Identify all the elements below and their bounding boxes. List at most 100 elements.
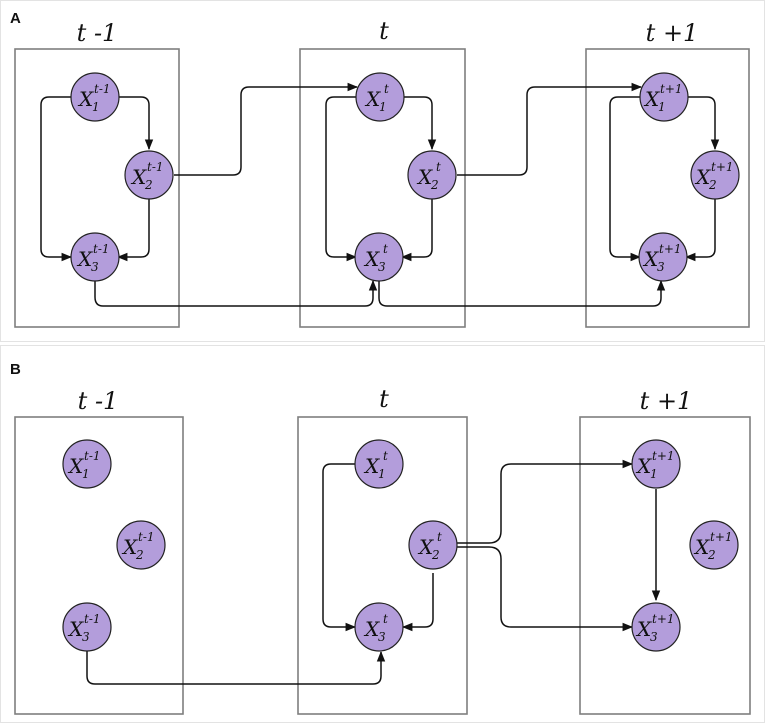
svg-text:X: X [417,535,434,559]
slice-label-a-2: t +1 [646,19,699,47]
panel-label-a: A [10,10,21,27]
svg-text:1: 1 [658,100,666,114]
svg-text:X: X [77,87,94,111]
edges-a [40,82,720,307]
svg-text:X: X [635,454,652,478]
slice-box-a-0 [14,48,180,328]
svg-text:t: t [383,242,388,256]
panel-b: B t -1 t t +1 X t-1 1 X t-1 2 [0,345,765,723]
svg-text:t+1: t+1 [660,82,683,96]
node-b-x1-1: X t 1 [354,439,404,489]
nodes-a: X t-1 1 X t-1 2 X t-1 3 X t 1 X t 2 X [70,72,740,282]
svg-text:2: 2 [431,548,440,562]
edge-a-x2-x3-2 [684,199,716,262]
svg-text:3: 3 [378,260,386,274]
slice-box-a-2 [585,48,750,328]
svg-text:t+1: t+1 [652,449,675,463]
edge-a-x2-x3-1 [400,199,433,262]
edge-a-x1-x2-0 [119,96,154,151]
node-a-x2-1: X t 2 [407,150,457,200]
node-b-x2-0: X t-1 2 [116,520,166,570]
svg-text:t-1: t-1 [84,612,101,626]
node-a-x3-2: X t+1 3 [638,232,688,282]
svg-text:1: 1 [92,100,100,114]
svg-text:2: 2 [135,548,144,562]
edge-b-x2-x1-1-2 [488,459,634,544]
svg-text:X: X [363,617,380,641]
edge-b-x1-x3-1 [322,463,357,632]
svg-text:t: t [384,82,389,96]
svg-text:1: 1 [82,467,90,481]
svg-text:X: X [643,87,660,111]
edge-a-x1-x2-2 [688,96,720,151]
svg-text:X: X [67,454,84,478]
edge-b-x2-x3-1-2 [488,546,634,632]
svg-text:X: X [416,165,433,189]
svg-text:t-1: t-1 [147,160,164,174]
svg-text:t: t [436,160,441,174]
slice-box-b-1 [297,416,468,715]
slice-label-b-1: t [379,385,389,413]
edge-a-x2-x1-1-2 [457,82,643,176]
svg-text:X: X [130,165,147,189]
svg-text:t: t [383,449,388,463]
svg-text:3: 3 [378,630,386,644]
node-b-x1-2: X t+1 1 [631,439,681,489]
edge-a-x3-x3-1-2 [378,279,666,307]
svg-text:3: 3 [82,630,90,644]
edge-a-x1-x3-0 [40,96,73,262]
edge-a-x1-x3-1 [325,96,358,262]
node-b-x3-2: X t+1 3 [631,602,681,652]
slice-box-a-1 [299,48,466,328]
svg-text:t+1: t+1 [711,160,734,174]
diagram-a: A t -1 t t +1 X t-1 [10,10,750,328]
svg-text:X: X [364,87,381,111]
node-b-x2-1: X t 2 [408,520,458,570]
svg-text:3: 3 [91,260,99,274]
svg-text:3: 3 [650,630,658,644]
svg-text:1: 1 [379,100,387,114]
svg-text:t-1: t-1 [93,242,110,256]
node-a-x1-1: X t 1 [355,72,405,122]
node-a-x2-0: X t-1 2 [124,150,174,200]
slice-label-a-1: t [379,17,389,45]
panel-a: A t -1 t t +1 X t-1 [0,0,765,342]
svg-text:t-1: t-1 [84,449,101,463]
svg-text:X: X [635,617,652,641]
node-b-x3-0: X t-1 3 [62,602,112,652]
svg-text:t-1: t-1 [138,530,155,544]
svg-text:1: 1 [378,467,386,481]
slice-label-a-0: t -1 [77,19,118,47]
node-b-x3-1: X t 3 [354,602,404,652]
slice-label-b-2: t +1 [640,387,693,415]
edge-a-x1-x2-1 [403,96,437,151]
svg-text:t+1: t+1 [659,242,682,256]
edge-a-x2-x3-0 [116,199,150,262]
svg-text:2: 2 [144,178,153,192]
node-a-x1-0: X t-1 1 [70,72,120,122]
slice-box-b-2 [579,416,751,715]
slice-label-b-0: t -1 [78,387,119,415]
svg-text:t: t [437,530,442,544]
node-a-x3-1: X t 3 [354,232,404,282]
svg-text:X: X [642,247,659,271]
svg-text:X: X [693,535,710,559]
svg-text:2: 2 [707,548,716,562]
edge-a-x1-x3-2 [609,96,642,262]
node-a-x3-0: X t-1 3 [70,232,120,282]
nodes-b: X t-1 1 X t-1 2 X t-1 3 X t 1 X t 2 X [62,439,739,652]
node-b-x2-2: X t+1 2 [689,520,739,570]
svg-text:X: X [363,247,380,271]
edge-a-x3-x3-0-1 [94,279,378,307]
edge-b-x3-x3-0-1 [86,650,386,685]
svg-text:X: X [363,454,380,478]
svg-text:t: t [383,612,388,626]
diagram-b: B t -1 t t +1 X t-1 1 X t-1 2 [10,361,751,715]
node-a-x2-2: X t+1 2 [690,150,740,200]
panel-label-b: B [10,361,21,378]
slice-box-b-0 [14,416,184,715]
svg-text:t+1: t+1 [652,612,675,626]
edges-b [86,459,661,685]
svg-text:t-1: t-1 [94,82,111,96]
svg-text:X: X [694,165,711,189]
